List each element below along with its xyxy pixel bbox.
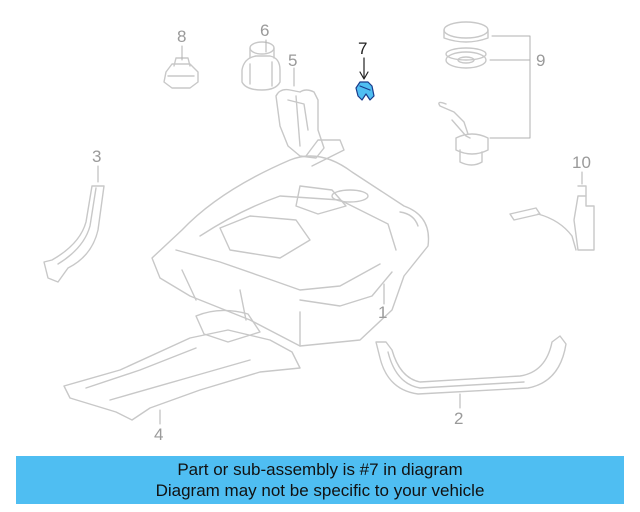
- part-9-sender-assembly: [438, 21, 489, 166]
- part-7-clip: [355, 81, 375, 101]
- callout-8: 8: [177, 27, 186, 46]
- callout-5: 5: [288, 51, 297, 70]
- callout-labels: 8 6 5 7 9 10 3 1 4 2: [92, 21, 591, 444]
- info-banner: Part or sub-assembly is #7 in diagram Di…: [16, 456, 624, 504]
- part-3-tank-strap-left: [43, 185, 105, 283]
- part-2-tank-strap-lower: [375, 335, 567, 395]
- callout-10: 10: [572, 153, 591, 172]
- part-4-heat-shield: [63, 309, 301, 421]
- part-6-vent-valve: [241, 41, 281, 91]
- callout-6: 6: [260, 21, 269, 40]
- callout-2: 2: [454, 409, 463, 428]
- part-10-level-sensor: [509, 185, 595, 251]
- leader-lines: [97, 35, 583, 425]
- callout-3: 3: [92, 147, 101, 166]
- banner-line-disclaimer: Diagram may not be specific to your vehi…: [155, 481, 485, 500]
- callout-9: 9: [536, 51, 545, 70]
- banner-line-part: Part or sub-assembly is #7 in diagram: [177, 460, 463, 479]
- callout-4: 4: [154, 425, 163, 444]
- part-8-cap-fitting: [163, 57, 199, 89]
- callout-1: 1: [378, 303, 387, 322]
- callout-7: 7: [358, 39, 367, 58]
- part-5-filler-neck: [275, 88, 345, 167]
- leader-line-7: [359, 57, 369, 80]
- part-1-fuel-tank: [151, 155, 430, 347]
